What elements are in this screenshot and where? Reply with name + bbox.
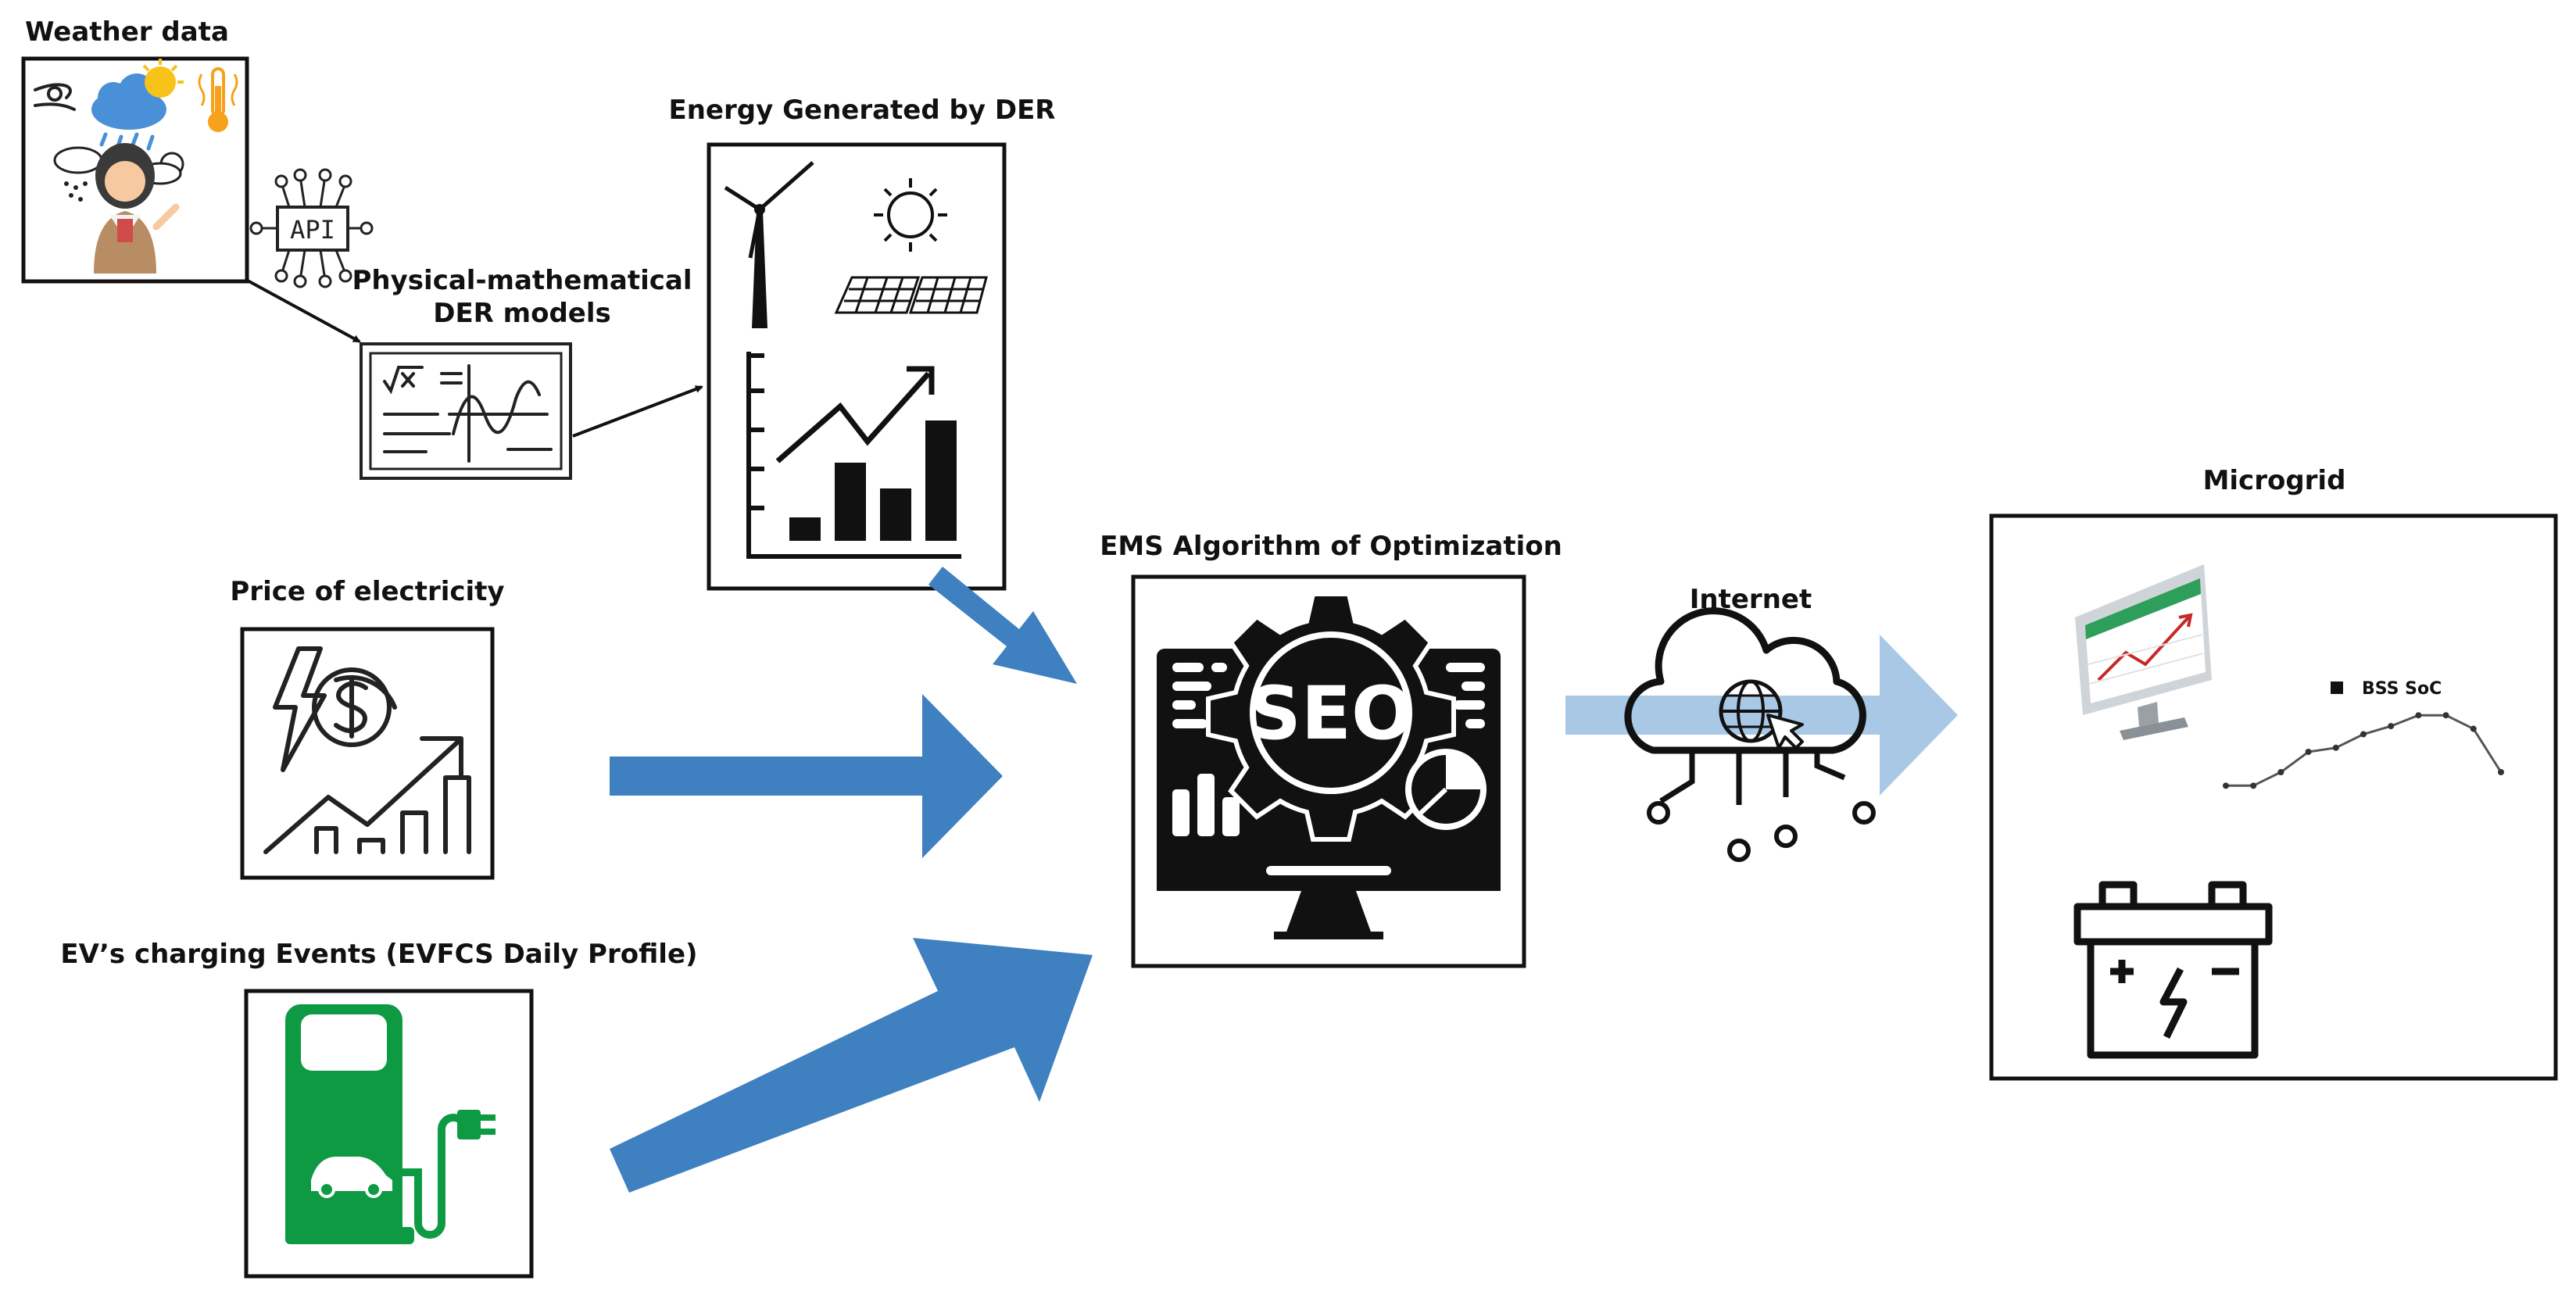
ems-title: EMS Algorithm of Optimization [1100, 531, 1562, 562]
microgrid-title: Microgrid [2203, 465, 2346, 496]
weather-presenter-icon [34, 59, 238, 274]
bss-soc-legend-marker [2331, 681, 2343, 694]
bss-soc-point-7 [2415, 712, 2422, 719]
der-panel [707, 142, 1007, 591]
electricity-price-icon [263, 646, 471, 854]
seo-gear-monitor-icon: SEO [1157, 592, 1501, 939]
bss-soc-point-10 [2498, 769, 2504, 775]
arrow-price-to-ems [610, 694, 1003, 858]
bss-soc-point-5 [2360, 731, 2367, 738]
bss-soc-point-8 [2442, 712, 2449, 719]
bss-soc-point-4 [2332, 744, 2339, 751]
arrow-weather-to-models [245, 278, 361, 343]
trend-monitor-icon [2075, 564, 2212, 740]
microgrid-panel: BSS SoC [1989, 513, 2558, 1081]
api-chip-icon: API [249, 168, 374, 288]
physical-models-title-line2: DER models [433, 298, 611, 329]
bss-soc-legend-label: BSS SoC [2362, 679, 2442, 699]
weather-panel [21, 56, 249, 284]
ev-title: EV’s charging Events (EVFCS Daily Profil… [60, 939, 697, 970]
battery-icon [2073, 881, 2273, 1059]
price-panel [240, 627, 495, 880]
arrow-models-to-der [572, 385, 703, 438]
bss-soc-chart: BSS SoC [2223, 679, 2504, 789]
bss-soc-point-9 [2470, 725, 2477, 732]
seo-label: SEO [1248, 671, 1414, 757]
arrow-der-to-ems [928, 567, 1077, 684]
ev-panel [244, 989, 534, 1279]
weather-title: Weather data [25, 16, 229, 48]
ems-panel: SEO [1131, 574, 1526, 968]
price-title: Price of electricity [230, 576, 504, 607]
ev-charging-station-icon [285, 1004, 496, 1244]
bss-soc-point-0 [2223, 782, 2229, 789]
energy-der-title: Energy Generated by DER [669, 95, 1056, 126]
formula-board-icon [360, 342, 572, 480]
cloud-network-icon [1624, 607, 1876, 862]
arrow-ev-to-ems [610, 938, 1093, 1193]
wind-solar-chart-icon [724, 161, 988, 559]
api-chip-label: API [290, 215, 335, 245]
bss-soc-point-3 [2305, 749, 2312, 755]
bss-soc-point-6 [2388, 723, 2395, 730]
physical-models-title-line1: Physical-mathematical [352, 265, 692, 296]
bss-soc-point-1 [2250, 782, 2257, 789]
bss-soc-point-2 [2277, 769, 2284, 775]
